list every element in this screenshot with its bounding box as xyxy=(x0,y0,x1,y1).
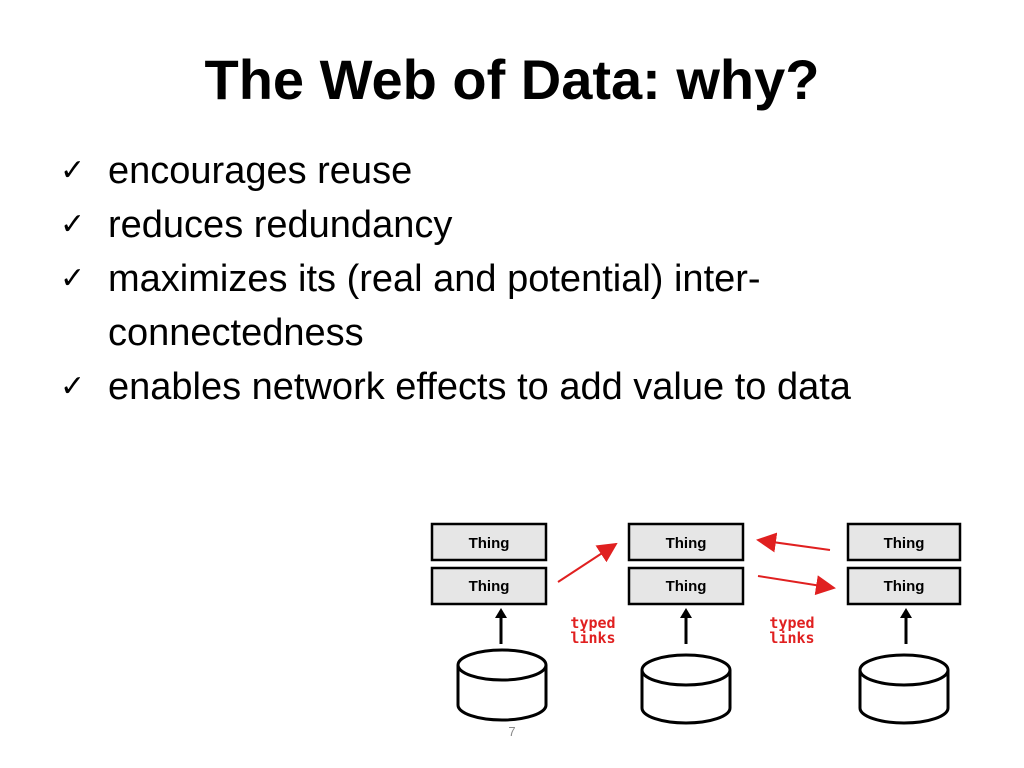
svg-text:links: links xyxy=(769,629,814,647)
up-arrow-head xyxy=(900,608,912,618)
checkmark-icon: ✓ xyxy=(60,153,86,188)
slide-title: The Web of Data: why? xyxy=(204,48,820,111)
typed-links-label: typed links xyxy=(570,614,615,647)
thing-label: Thing xyxy=(666,535,707,552)
database-icon xyxy=(858,653,950,725)
typed-links-label: typed links xyxy=(769,614,814,647)
thing-box: Thing xyxy=(627,522,745,562)
thing-label: Thing xyxy=(469,578,510,595)
up-arrow-head xyxy=(680,608,692,618)
up-arrow-head xyxy=(495,608,507,618)
svg-text:typed: typed xyxy=(570,614,615,632)
thing-box: Thing xyxy=(430,566,548,606)
typed-link-arrow xyxy=(557,542,618,583)
svg-text:typed: typed xyxy=(769,614,814,632)
database-icon xyxy=(456,648,548,722)
checkmark-icon: ✓ xyxy=(60,207,86,242)
svg-text:links: links xyxy=(570,629,615,647)
bullet-item: ✓ maximizes its (real and potential) int… xyxy=(56,252,956,360)
bullet-text: enables network effects to add value to … xyxy=(108,366,851,408)
thing-label: Thing xyxy=(884,578,925,595)
checkmark-icon: ✓ xyxy=(60,369,86,404)
thing-box: Thing xyxy=(627,566,745,606)
bullet-text: reduces redundancy xyxy=(108,204,453,246)
bullet-list: ✓ encourages reuse ✓ reduces redundancy … xyxy=(56,144,956,414)
thing-label: Thing xyxy=(666,578,707,595)
thing-label: Thing xyxy=(884,535,925,552)
thing-box: Thing xyxy=(846,566,962,606)
web-of-data-diagram: Thing Thing Thing Thing Thing Thing xyxy=(430,522,962,725)
checkmark-icon: ✓ xyxy=(60,261,86,296)
bullet-text: maximizes its (real and potential) inter… xyxy=(108,258,761,354)
thing-box: Thing xyxy=(430,522,548,562)
bullet-item: ✓ encourages reuse xyxy=(56,144,956,198)
typed-link-arrow xyxy=(756,532,831,553)
database-icon xyxy=(640,653,732,725)
bullet-text: encourages reuse xyxy=(108,150,413,192)
thing-label: Thing xyxy=(469,535,510,552)
page-number: 7 xyxy=(508,724,516,739)
typed-link-arrow xyxy=(757,575,836,596)
bullet-item: ✓ enables network effects to add value t… xyxy=(56,360,956,414)
bullet-item: ✓ reduces redundancy xyxy=(56,198,956,252)
thing-box: Thing xyxy=(846,522,962,562)
